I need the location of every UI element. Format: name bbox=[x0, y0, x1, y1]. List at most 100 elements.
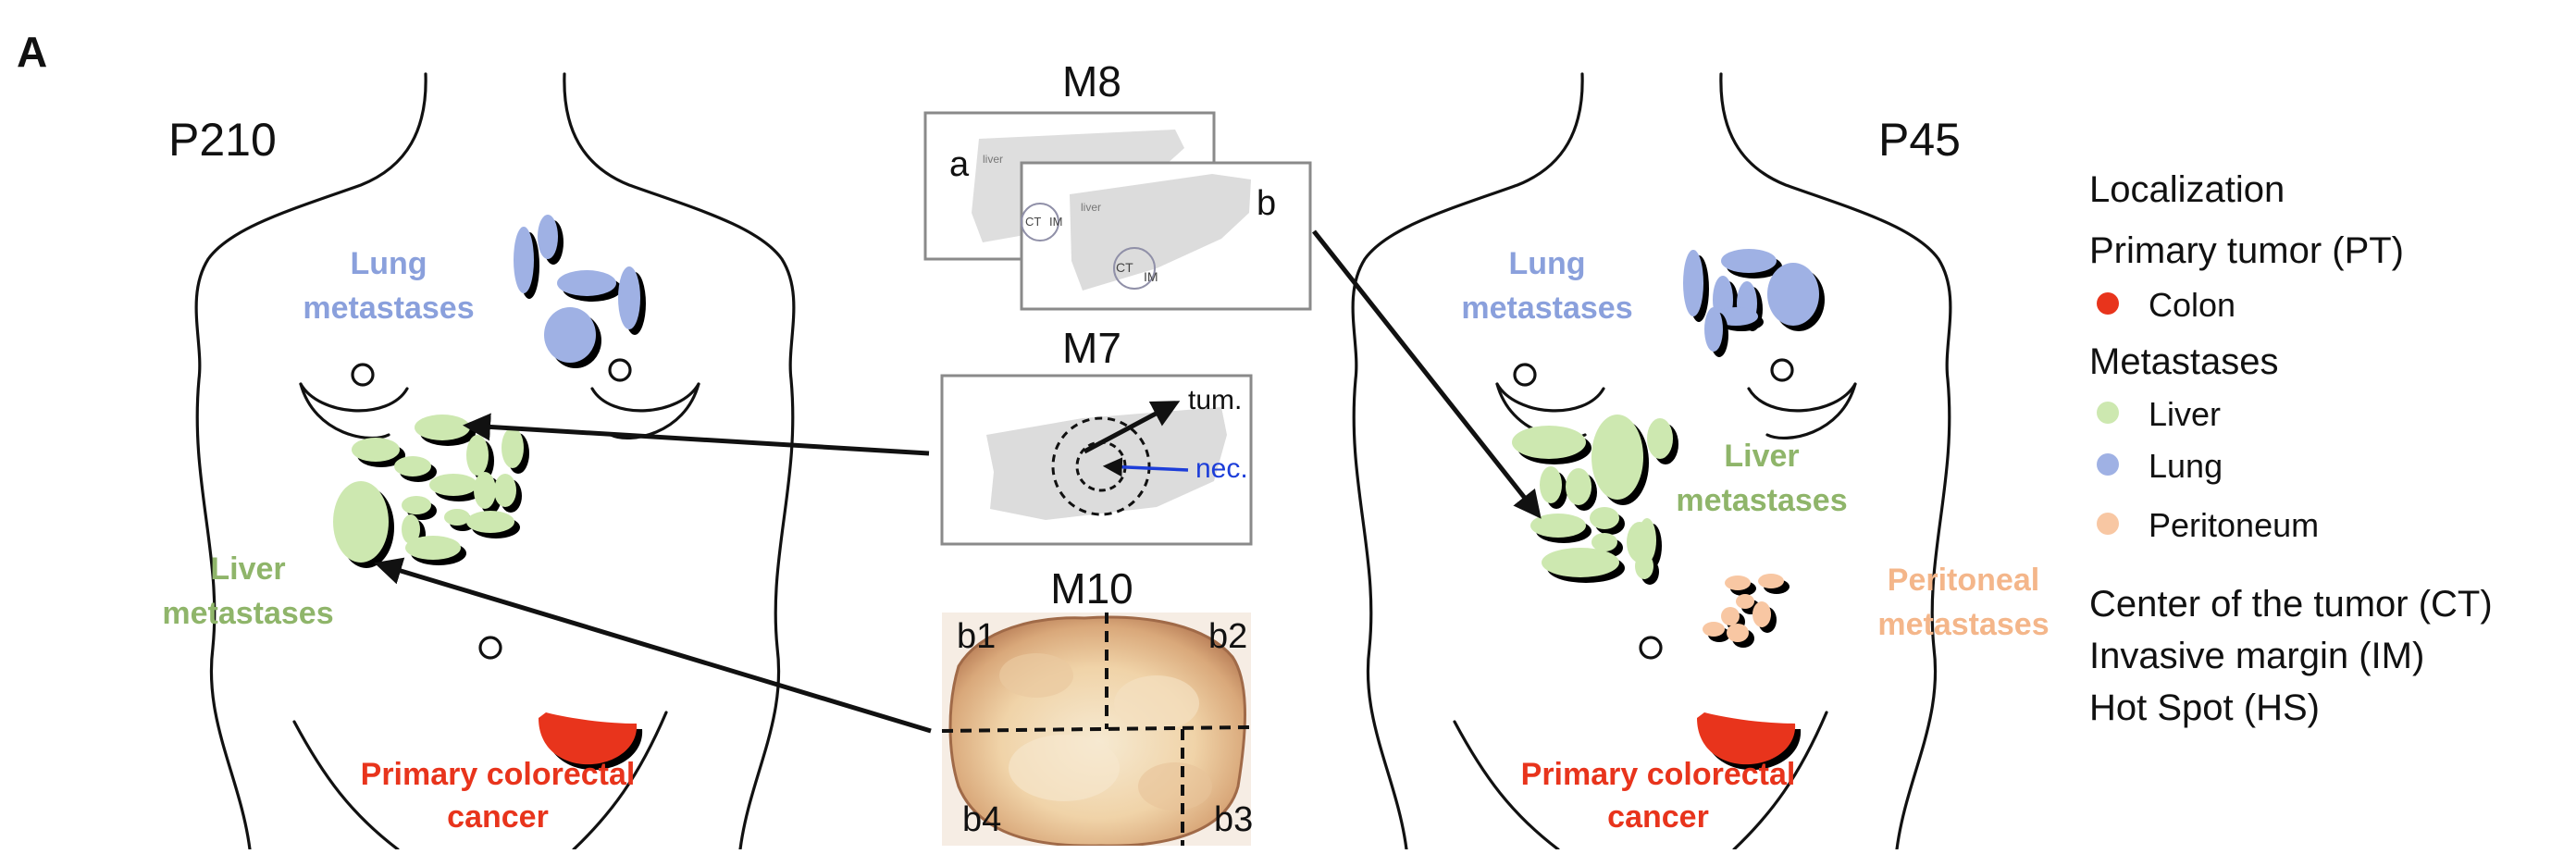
liver-metastasis-blob bbox=[402, 514, 420, 544]
left-lung-label-1: Lung bbox=[350, 246, 427, 281]
legend-peritoneum-dot bbox=[2097, 513, 2119, 535]
right-peritoneal-label-1: Peritoneal bbox=[1888, 563, 2039, 598]
lung-metastasis-blob bbox=[1721, 249, 1777, 273]
m8-slide-b-ct: CT bbox=[1116, 260, 1133, 275]
m7-nec-label: nec. bbox=[1195, 453, 1248, 484]
right-nipple-l bbox=[1513, 363, 1537, 387]
left-body-outline-right bbox=[563, 72, 796, 851]
legend-region-im: Invasive margin (IM) bbox=[2089, 636, 2424, 676]
colon-tumor-shape bbox=[539, 712, 638, 765]
colon-tumor-shape bbox=[1697, 712, 1796, 765]
left-body bbox=[194, 72, 796, 851]
m8-slide-b: liver CT IM b bbox=[1020, 161, 1312, 311]
left-primary-label-1: Primary colorectal bbox=[361, 757, 636, 792]
liver-metastasis-blob bbox=[352, 438, 400, 462]
right-groin-line bbox=[1453, 711, 1828, 851]
legend-region-hs: Hot Spot (HS) bbox=[2089, 687, 2320, 728]
liver-metastasis-blob bbox=[1530, 514, 1586, 538]
arrow-m10-to-left-liver bbox=[374, 557, 932, 734]
left-lung-label-2: metastases bbox=[303, 291, 474, 326]
right-body-outline-left bbox=[1351, 72, 1584, 851]
left-liver-label-1: Liver bbox=[210, 551, 285, 587]
peritoneal-metastasis-blob bbox=[1758, 574, 1784, 588]
left-body-outline-left bbox=[194, 72, 427, 851]
right-patient-id: P45 bbox=[1878, 114, 1961, 166]
liver-metastasis-blob bbox=[1635, 553, 1653, 579]
m10-b2: b2 bbox=[1208, 617, 1247, 656]
peritoneal-metastasis-blob bbox=[1721, 607, 1740, 625]
m10-b1: b1 bbox=[957, 617, 996, 656]
liver-metastasis-blob bbox=[502, 427, 524, 468]
m8-slide-a-liver-text: liver bbox=[983, 153, 1003, 166]
right-liver-metastases bbox=[1512, 415, 1678, 585]
m8-label-b: b bbox=[1257, 184, 1276, 223]
right-lung-metastases bbox=[1683, 249, 1825, 357]
m7-title: M7 bbox=[1062, 324, 1121, 372]
left-nipple-l bbox=[351, 363, 375, 387]
lung-metastasis-blob bbox=[1704, 307, 1723, 352]
liver-metastasis-blob bbox=[1542, 548, 1619, 577]
right-chest-line bbox=[1495, 382, 1857, 413]
right-peritoneal-metastases bbox=[1703, 574, 1790, 648]
legend-lung-dot bbox=[2097, 453, 2119, 476]
right-peritoneal-label-2: metastases bbox=[1877, 607, 2049, 642]
liver-metastasis-blob bbox=[466, 511, 514, 533]
lung-metastasis-blob bbox=[1683, 250, 1703, 316]
right-lung-label-1: Lung bbox=[1508, 246, 1585, 281]
legend-title: Localization bbox=[2089, 169, 2285, 210]
liver-metastasis-blob bbox=[429, 474, 477, 496]
liver-metastasis-blob bbox=[415, 415, 470, 440]
m8-title: M8 bbox=[1062, 57, 1121, 105]
right-body bbox=[1351, 72, 1952, 851]
left-navel bbox=[478, 636, 502, 660]
liver-metastasis-blob bbox=[466, 435, 489, 476]
liver-metastasis-blob bbox=[1647, 418, 1673, 459]
lung-metastasis-blob bbox=[538, 215, 558, 259]
legend-liver-dot bbox=[2097, 402, 2119, 424]
liver-metastasis-blob bbox=[494, 474, 516, 507]
legend-region-ct: Center of the tumor (CT) bbox=[2089, 584, 2493, 625]
left-liver-label-2: metastases bbox=[162, 596, 333, 631]
m8-slide-b-im: IM bbox=[1144, 269, 1158, 284]
left-nipple-r bbox=[608, 358, 632, 382]
lung-metastasis-blob bbox=[618, 266, 640, 329]
legend-colon-label: Colon bbox=[2149, 286, 2235, 324]
m7-nec-arrow bbox=[1102, 457, 1189, 477]
peritoneal-metastasis-blob bbox=[1752, 601, 1771, 627]
lung-metastasis-blob bbox=[1767, 263, 1819, 326]
liver-metastasis-blob bbox=[1566, 468, 1591, 505]
legend-lung-label: Lung bbox=[2149, 447, 2223, 485]
liver-metastasis-blob bbox=[394, 456, 431, 477]
left-ribs-line bbox=[299, 382, 700, 439]
right-primary-tumor bbox=[1697, 712, 1802, 771]
right-lung-label-2: metastases bbox=[1461, 291, 1632, 326]
m10-b4: b4 bbox=[962, 800, 1001, 839]
right-navel bbox=[1639, 636, 1663, 660]
liver-metastasis-blob bbox=[1591, 533, 1617, 551]
arrow-m7-to-left-liver bbox=[463, 413, 930, 456]
m10-b3: b3 bbox=[1214, 800, 1253, 839]
liver-metastasis-blob bbox=[1638, 518, 1656, 563]
left-lung-metastases bbox=[514, 215, 646, 368]
right-liver-label-1: Liver bbox=[1724, 439, 1799, 474]
lung-metastasis-blob bbox=[557, 270, 616, 296]
m8-slide-b-liver-text: liver bbox=[1081, 201, 1101, 214]
peritoneal-metastasis-blob bbox=[1727, 624, 1749, 642]
arrow-m8-to-right-liver bbox=[1312, 229, 1542, 519]
left-groin-line bbox=[292, 711, 668, 851]
legend-colon-dot bbox=[2097, 292, 2119, 315]
legend-peritoneum-label: Peritoneum bbox=[2149, 506, 2319, 544]
liver-metastasis-blob bbox=[402, 496, 431, 514]
legend-metastases-heading: Metastases bbox=[2089, 341, 2279, 382]
legend-liver-label: Liver bbox=[2149, 395, 2221, 433]
lung-metastasis-blob bbox=[514, 227, 534, 293]
right-nipple-r bbox=[1770, 358, 1794, 382]
m10-title: M10 bbox=[1050, 564, 1133, 613]
left-chest-line bbox=[299, 382, 700, 413]
right-body-outline-right bbox=[1719, 72, 1952, 851]
m8-slide-a-ct: CT bbox=[1025, 215, 1041, 229]
liver-metastasis-blob bbox=[333, 481, 389, 563]
liver-metastasis-blob bbox=[405, 536, 461, 560]
m10-photo: b1 b2 b4 b3 bbox=[941, 613, 1253, 846]
